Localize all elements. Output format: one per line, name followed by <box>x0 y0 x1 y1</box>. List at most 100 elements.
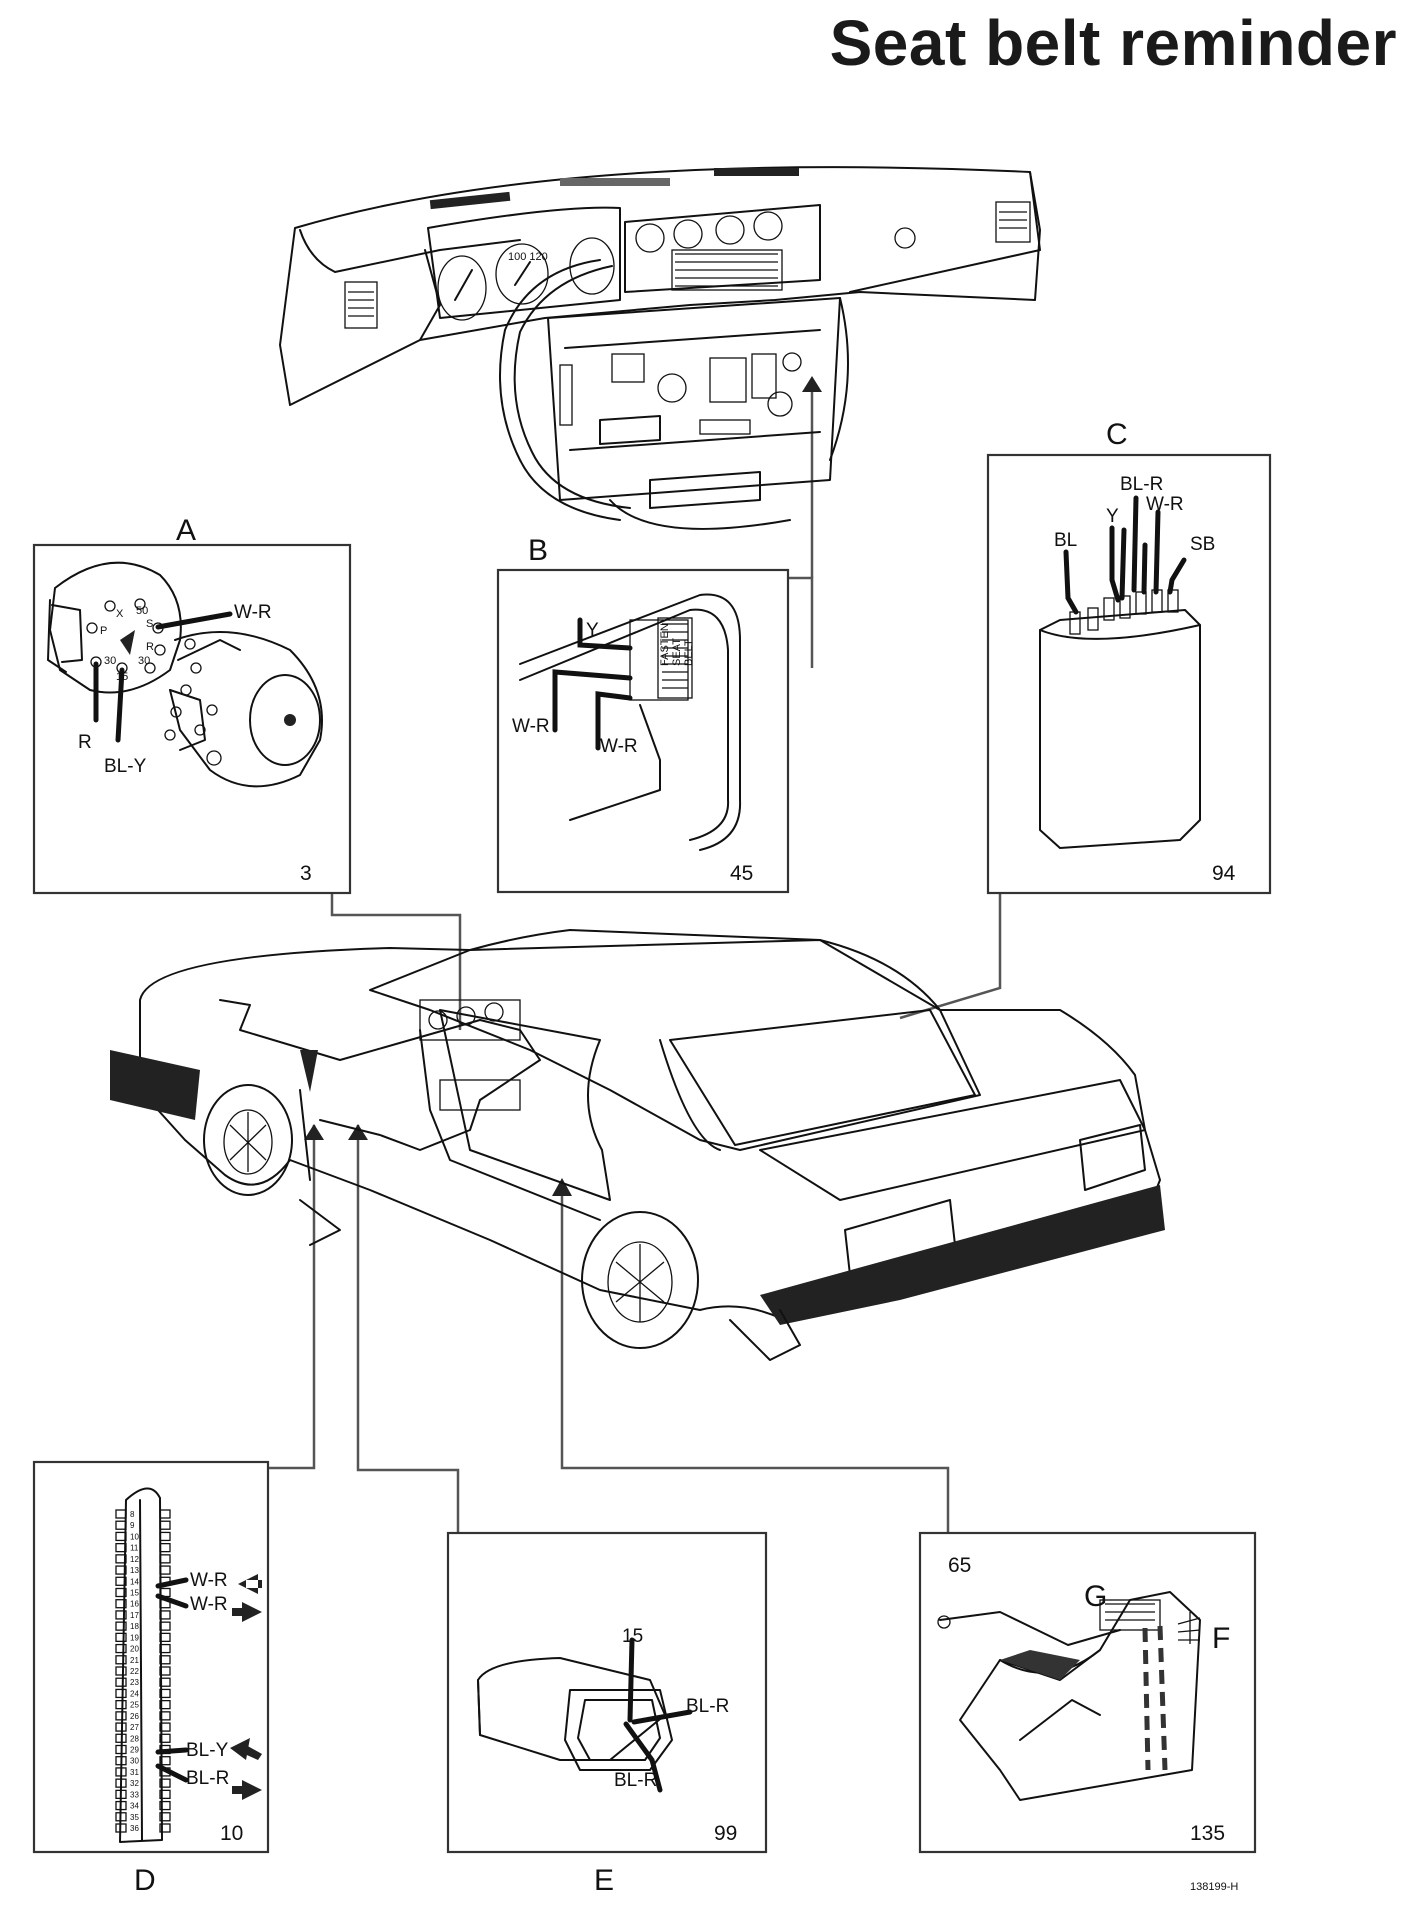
pin-left <box>115 1666 127 1676</box>
pin-number: 26 <box>130 1712 139 1721</box>
arrow-e <box>348 1124 368 1140</box>
panel-a-letter: A <box>176 514 196 547</box>
terminal-15-e: 15 <box>622 1626 643 1647</box>
wire-d-1 <box>155 1577 189 1589</box>
panel-fg-number-bottom: 135 <box>1190 1822 1225 1845</box>
wire-label-d-w-r-2: W-R <box>190 1594 228 1615</box>
arrow-b-dash <box>802 376 822 392</box>
pin-left <box>115 1643 127 1654</box>
pin-number: 34 <box>130 1802 139 1811</box>
panel-c-frame <box>986 453 1272 895</box>
wire-label-bl-y: BL-Y <box>104 756 147 777</box>
pin-left <box>115 1565 127 1575</box>
pin-right <box>159 1722 171 1732</box>
relay-illustration <box>1039 495 1201 849</box>
wire-label-w-r-c: W-R <box>1146 494 1184 515</box>
panel-fg-number-top: 65 <box>948 1554 971 1577</box>
panel-e-frame <box>446 1531 768 1854</box>
wire-d-4 <box>155 1763 189 1783</box>
arrow-out-2 <box>232 1780 262 1800</box>
pin-right <box>159 1643 171 1654</box>
terminal-15: 15 <box>116 671 128 683</box>
pin-number: 28 <box>130 1734 139 1743</box>
terminal-p: P <box>100 625 107 637</box>
pin-number: 19 <box>130 1633 139 1642</box>
panel-a-number: 3 <box>300 862 312 885</box>
terminal-r: R <box>146 641 154 653</box>
terminal-30b: 30 <box>138 655 150 667</box>
pin-right <box>159 1531 171 1542</box>
wire-label-y-c: Y <box>1106 506 1119 527</box>
drawing-number: 138199-H <box>1190 1881 1238 1893</box>
pin-number: 25 <box>130 1701 139 1710</box>
pin-left <box>115 1554 127 1564</box>
pin-number: 13 <box>130 1566 139 1575</box>
pin-right <box>159 1823 171 1833</box>
pin-right <box>159 1789 171 1800</box>
panel-c-letter: C <box>1106 418 1128 451</box>
arrow-out-1 <box>232 1602 262 1622</box>
pin-right <box>159 1756 171 1766</box>
pin-left <box>115 1823 127 1833</box>
pin-left <box>115 1632 127 1643</box>
pin-right <box>159 1666 171 1676</box>
pin-number: 29 <box>130 1746 139 1755</box>
leader-d <box>268 1125 316 1470</box>
pin-left <box>115 1767 127 1777</box>
connector-strip-illustration <box>119 1487 163 1843</box>
pin-number: 17 <box>130 1611 139 1620</box>
panel-d-number: 10 <box>220 1822 243 1845</box>
panel-b-letter: B <box>528 534 548 567</box>
pin-left <box>115 1812 127 1822</box>
label-f: F <box>1212 1622 1230 1655</box>
pin-number: 15 <box>130 1589 139 1598</box>
pin-left <box>115 1744 127 1755</box>
arrow-fg <box>552 1178 572 1196</box>
panel-d-frame <box>32 1460 270 1854</box>
wire-label-w-r-1: W-R <box>512 716 550 737</box>
pin-number: 21 <box>130 1656 139 1665</box>
arrow-d <box>304 1124 324 1140</box>
pin-right <box>159 1554 171 1564</box>
panel-fg-frame <box>918 1531 1257 1854</box>
pin-left <box>115 1587 127 1598</box>
pin-right <box>159 1509 171 1519</box>
pin-number: 20 <box>130 1645 139 1654</box>
pin-number: 9 <box>130 1521 135 1530</box>
terminal-x: X <box>116 608 124 620</box>
pin-left <box>115 1778 127 1788</box>
pin-number: 36 <box>130 1824 139 1833</box>
pin-left <box>115 1733 127 1743</box>
panel-fg: 65 G F 135 <box>918 1531 1257 1854</box>
pin-number: 32 <box>130 1779 139 1788</box>
pin-left <box>115 1610 127 1620</box>
svg-text:100 120: 100 120 <box>508 251 548 263</box>
pin-left <box>115 1688 127 1699</box>
panel-c-number: 94 <box>1212 862 1236 885</box>
pin-left <box>115 1655 127 1665</box>
leader-a <box>330 893 462 1030</box>
pin-number: 24 <box>130 1689 139 1698</box>
ignition-switch-illustration <box>47 561 323 788</box>
pin-number: 35 <box>130 1813 139 1822</box>
panel-a-frame <box>32 543 352 895</box>
pin-left <box>115 1509 127 1519</box>
wire-label-d-bl-y: BL-Y <box>186 1740 229 1761</box>
leader-e <box>356 1125 460 1533</box>
pin-number: 12 <box>130 1555 139 1564</box>
panel-e-number: 99 <box>714 1822 737 1845</box>
pin-right <box>159 1699 171 1710</box>
arrow-in-2 <box>230 1738 262 1760</box>
pin-left <box>115 1542 127 1553</box>
wire-label-bl: BL <box>1054 530 1077 551</box>
dashboard-illustration: 100 120 <box>279 166 1041 530</box>
wire-label-r: R <box>78 732 92 753</box>
seat-belt-buckle-illustration <box>937 1591 1201 1801</box>
pin-right <box>159 1711 171 1721</box>
wire-label-d-bl-r: BL-R <box>186 1768 229 1789</box>
pin-right <box>159 1542 171 1553</box>
pin-right <box>159 1812 171 1822</box>
pin-number: 14 <box>130 1577 139 1586</box>
